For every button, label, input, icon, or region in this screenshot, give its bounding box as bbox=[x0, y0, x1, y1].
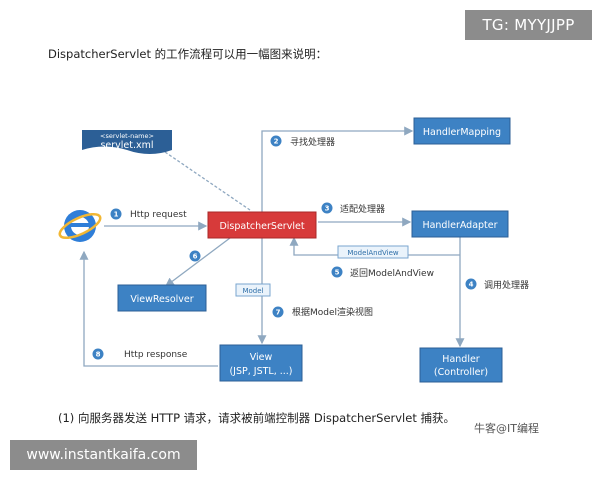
dashed-config-link bbox=[164, 151, 251, 211]
step-2: 2 寻找处理器 bbox=[270, 135, 335, 148]
watermark-text: 牛客@IT编程 bbox=[474, 422, 539, 435]
dispatcher-servlet-label: DispatcherServlet bbox=[219, 221, 304, 232]
svg-text:8: 8 bbox=[96, 351, 101, 359]
svg-text:5: 5 bbox=[335, 269, 340, 277]
view-resolver-label: ViewResolver bbox=[130, 294, 193, 305]
svg-text:Model: Model bbox=[242, 287, 263, 295]
svg-text:6: 6 bbox=[193, 253, 198, 261]
intro-text: DispatcherServlet 的工作流程可以用一幅图来说明： bbox=[48, 47, 328, 61]
svg-text:7: 7 bbox=[276, 309, 281, 317]
step-1-label: Http request bbox=[130, 210, 187, 220]
servlet-xml-document: <servlet-name> servlet.xml bbox=[82, 130, 172, 154]
step-7: 7 根据Model渲染视图 bbox=[272, 306, 373, 318]
arrow-http-response bbox=[79, 250, 218, 367]
dispatcher-servlet-box: DispatcherServlet bbox=[207, 211, 317, 239]
view-label: View bbox=[250, 352, 273, 363]
step-3-label: 适配处理器 bbox=[340, 203, 385, 215]
svg-text:1: 1 bbox=[114, 211, 119, 219]
step-6: 6 bbox=[189, 250, 201, 262]
step-7-label: 根据Model渲染视图 bbox=[292, 306, 373, 318]
servlet-xml-label: servlet.xml bbox=[100, 140, 153, 151]
handler-box: Handler (Controller) bbox=[419, 347, 503, 383]
view-sub-label: (JSP, JSTL, ...) bbox=[229, 366, 292, 377]
step-8: 8 Http response bbox=[92, 348, 188, 360]
dispatcher-flow-diagram: <servlet-name> servlet.xml DispatcherSer… bbox=[58, 117, 529, 383]
step-description: (1) 向服务器发送 HTTP 请求，请求被前端控制器 DispatcherSe… bbox=[58, 411, 455, 425]
svg-text:ModelAndView: ModelAndView bbox=[347, 249, 399, 257]
step-2-label: 寻找处理器 bbox=[290, 136, 335, 148]
browser-ie-icon bbox=[58, 210, 102, 242]
step-3: 3 适配处理器 bbox=[321, 202, 385, 215]
step-1: 1 Http request bbox=[110, 208, 187, 220]
handler-mapping-label: HandlerMapping bbox=[423, 127, 501, 138]
model-tag: Model bbox=[235, 283, 271, 297]
servlet-name-tag: <servlet-name> bbox=[100, 132, 154, 140]
svg-text:3: 3 bbox=[325, 205, 330, 213]
handler-adapter-label: HandlerAdapter bbox=[422, 220, 497, 231]
arrow-find-handler bbox=[261, 126, 414, 212]
step-5: 5 返回ModelAndView bbox=[331, 266, 434, 279]
handler-mapping-box: HandlerMapping bbox=[413, 117, 511, 145]
step-4: 4 调用处理器 bbox=[465, 278, 529, 291]
svg-text:4: 4 bbox=[469, 281, 474, 289]
view-resolver-box: ViewResolver bbox=[117, 284, 207, 312]
view-box: View (JSP, JSTL, ...) bbox=[219, 344, 303, 382]
step-5-label: 返回ModelAndView bbox=[350, 267, 434, 279]
step-4-label: 调用处理器 bbox=[484, 279, 529, 291]
svg-text:2: 2 bbox=[274, 138, 279, 146]
site-watermark-badge: www.instantkaifa.com bbox=[10, 440, 197, 470]
model-and-view-tag: ModelAndView bbox=[337, 245, 409, 259]
tg-watermark-badge: TG: MYYJJPP bbox=[465, 10, 592, 40]
handler-adapter-box: HandlerAdapter bbox=[411, 210, 509, 238]
step-8-label: Http response bbox=[124, 350, 188, 360]
handler-sub-label: (Controller) bbox=[434, 367, 488, 378]
arrow-view-resolve bbox=[164, 237, 231, 287]
handler-label: Handler bbox=[442, 354, 480, 365]
